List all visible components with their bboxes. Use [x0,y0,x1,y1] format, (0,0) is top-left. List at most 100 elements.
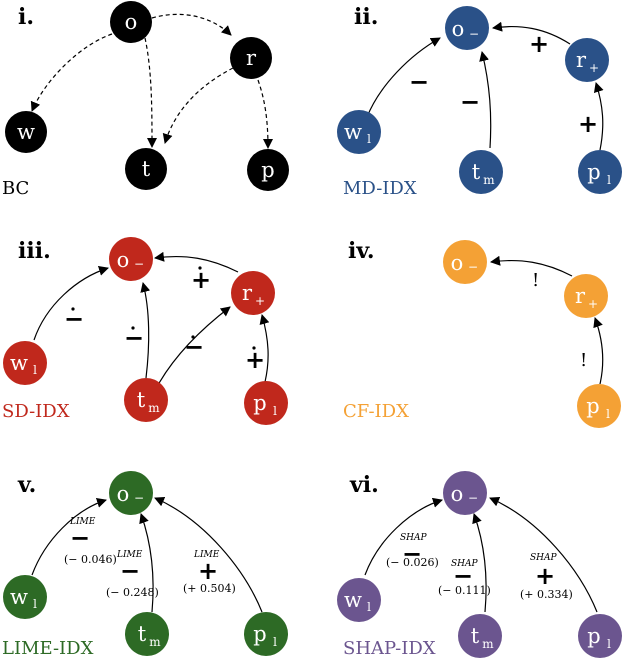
node-r: r + [564,274,608,318]
edge-sign-w-o: − [64,305,84,333]
node-label: p [586,394,599,418]
node-label: r [575,284,586,308]
edge-t-o [479,51,492,149]
node-sub: l [367,600,371,614]
edge-sign-r-o: + [529,30,549,58]
node-sub: m [148,401,160,415]
edge-method-p-o: LIME [193,550,220,560]
node-sub: m [483,173,495,187]
edge-r-p [257,79,273,149]
node-o: o − [109,471,153,515]
edge-value-p-o: (+ 0.504) [183,582,236,595]
node-label: w [10,585,28,609]
node-label: p [253,391,266,415]
node-t: t m [125,612,169,656]
panel-shap-idx: vi. SHAP-IDX SHAP − (− 0.026) SHAP − (− … [337,471,622,659]
edge-sign-t-o: − [120,557,140,585]
panel-number: i. [18,4,34,30]
panel-caption: MD-IDX [343,178,417,199]
panel-number: iv. [348,238,375,264]
node-label: o [125,10,138,34]
node-sub: + [588,297,598,311]
node-label: p [261,158,274,182]
edge-o-w [30,33,113,112]
node-label: o [451,482,464,506]
node-r: r + [565,38,609,82]
node-o: o [110,1,152,43]
panel-number: vi. [349,472,379,498]
node-label: t [138,622,147,646]
node-w: w l [337,578,381,622]
edge-sign-t-o: − [124,324,144,352]
edge-sign-t-r: − [184,333,204,361]
node-sub: − [468,491,478,505]
edge-value-t-o: (− 0.111) [438,584,491,597]
node-p: p l [578,150,622,194]
node-r: r [230,37,272,79]
edge-o-t [144,37,157,148]
node-label: w [344,588,362,612]
node-sub: + [589,61,599,75]
panel-cf-idx: iv. CF-IDX ! ! o − r + p l [343,238,621,428]
edge-r-o [154,251,239,273]
node-label: w [344,120,362,144]
edge-dot [198,266,202,270]
node-o: o − [443,240,487,284]
panel-caption: CF-IDX [343,401,409,422]
edge-sign-r-o: + [191,266,211,294]
node-label: t [472,160,481,184]
node-t: t m [124,378,168,422]
node-p: p l [244,612,288,656]
edge-sign-t-o: − [453,562,473,590]
edge-sign-p-r: ! [580,350,587,371]
edge-p-o [154,497,263,613]
edge-sign-p-o: + [198,557,218,585]
node-label: t [137,388,146,412]
node-sub: − [469,27,479,41]
edge-p-r [593,317,604,385]
edge-r-o [490,255,573,277]
node-t: t [125,148,167,190]
node-sub: − [134,257,144,271]
panel-number: v. [17,472,36,498]
edge-r-t [162,67,234,144]
edge-method-w-o: SHAP [400,533,428,543]
node-sub: l [607,173,611,187]
panel-caption: BC [2,178,29,199]
node-label: w [10,351,28,375]
node-sub: − [134,491,144,505]
edge-p-r [593,82,604,151]
edge-method-w-o: LIME [69,517,96,527]
edge-sign-w-o: − [70,524,90,552]
node-w: w [5,111,47,153]
node-sub: m [482,637,494,651]
edge-sign-t-o: − [460,88,480,116]
edge-w-o [31,498,107,576]
node-t: t m [458,614,502,658]
node-label: p [587,160,600,184]
edge-sign-r-o: ! [532,270,539,291]
edge-dot [252,346,256,350]
node-o: o − [445,6,489,50]
node-sub: l [273,404,277,418]
node-label: t [142,157,151,181]
node-label: o [452,17,465,41]
edge-method-t-o: LIME [116,550,143,560]
edge-t-o [139,513,154,613]
edge-method-p-o: SHAP [530,553,558,563]
edge-sign-w-o: − [402,540,422,568]
node-label: o [117,482,130,506]
edge-sign-w-o: − [409,68,429,96]
edge-sign-p-r: + [578,110,598,138]
edge-w-o [364,497,443,576]
node-label: o [451,251,464,275]
edge-w-o [366,37,441,118]
node-w: w l [337,110,381,154]
panel-number: iii. [18,238,51,264]
node-label: t [471,624,480,648]
panel-caption: LIME-IDX [2,638,94,659]
edge-p-r [259,314,270,383]
edge-sign-p-r: + [245,346,265,374]
edge-r-o [492,21,571,45]
